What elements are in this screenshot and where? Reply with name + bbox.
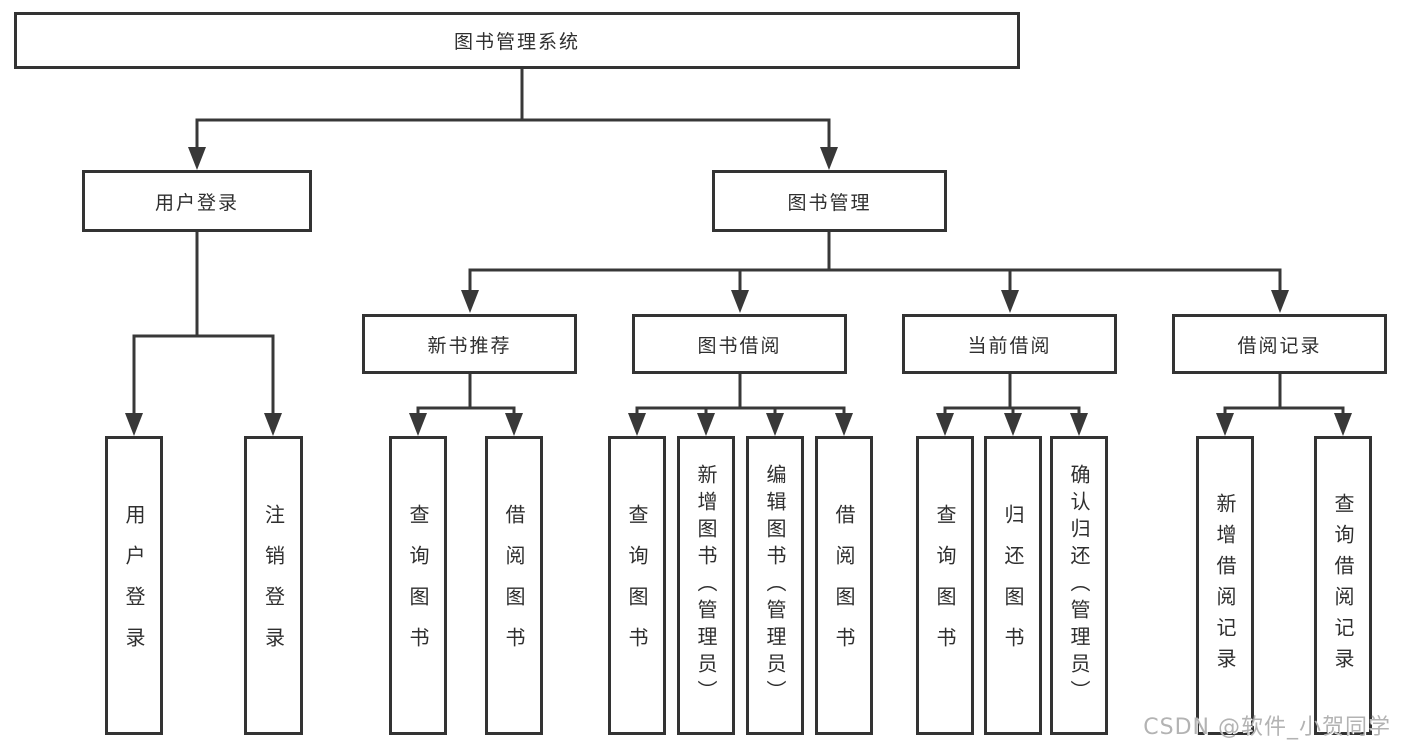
node-label: 图书管理: [787, 191, 872, 214]
node-label: 新书推荐: [427, 334, 512, 357]
node-label: 用户登录: [154, 191, 239, 214]
node-borrow-records: 借阅记录: [1172, 314, 1387, 374]
node-book-management: 图书管理: [712, 170, 947, 232]
leaf-query-books-recommend: 查询图书: [389, 436, 447, 735]
watermark: CSDN @软件_小贺同学: [1143, 715, 1391, 740]
node-label: 查询借阅记录: [1331, 492, 1355, 679]
node-label: 图书管理系统: [453, 31, 580, 53]
node-library-management-system: 图书管理系统: [14, 12, 1020, 69]
leaf-edit-books-admin: 编辑图书（管理员）: [746, 436, 804, 735]
leaf-add-books-admin: 新增图书（管理员）: [677, 436, 735, 735]
node-label: 借阅图书: [502, 503, 526, 668]
node-label: 查询图书: [625, 503, 649, 668]
leaf-confirm-return-admin: 确认归还（管理员）: [1050, 436, 1108, 735]
node-label: 编辑图书（管理员）: [763, 464, 787, 707]
leaf-query-borrow-record: 查询借阅记录: [1314, 436, 1372, 735]
node-label: 注销登录: [261, 503, 286, 668]
node-label: 查询图书: [406, 503, 430, 668]
node-current-borrow: 当前借阅: [902, 314, 1117, 374]
leaf-borrow-books-recommend: 借阅图书: [485, 436, 543, 735]
node-label: 新增借阅记录: [1213, 492, 1237, 679]
node-new-book-recommend: 新书推荐: [362, 314, 577, 374]
leaf-borrow-books: 借阅图书: [815, 436, 873, 735]
node-label: 确认归还（管理员）: [1067, 464, 1091, 707]
node-book-borrow: 图书借阅: [632, 314, 847, 374]
leaf-add-borrow-record: 新增借阅记录: [1196, 436, 1254, 735]
leaf-query-books-current: 查询图书: [916, 436, 974, 735]
leaf-logout: 注销登录: [244, 436, 303, 735]
node-user-login: 用户登录: [82, 170, 312, 232]
leaf-user-login: 用户登录: [105, 436, 163, 735]
node-label: 用户登录: [122, 503, 146, 668]
node-label: 当前借阅: [967, 334, 1052, 357]
node-label: 新增图书（管理员）: [694, 464, 718, 707]
node-label: 归还图书: [1001, 503, 1025, 668]
node-label: 借阅图书: [832, 503, 856, 668]
leaf-return-books: 归还图书: [984, 436, 1042, 735]
node-label: 借阅记录: [1237, 334, 1322, 357]
node-label: 图书借阅: [697, 334, 782, 357]
node-label: 查询图书: [933, 503, 957, 668]
leaf-query-books-borrow: 查询图书: [608, 436, 666, 735]
